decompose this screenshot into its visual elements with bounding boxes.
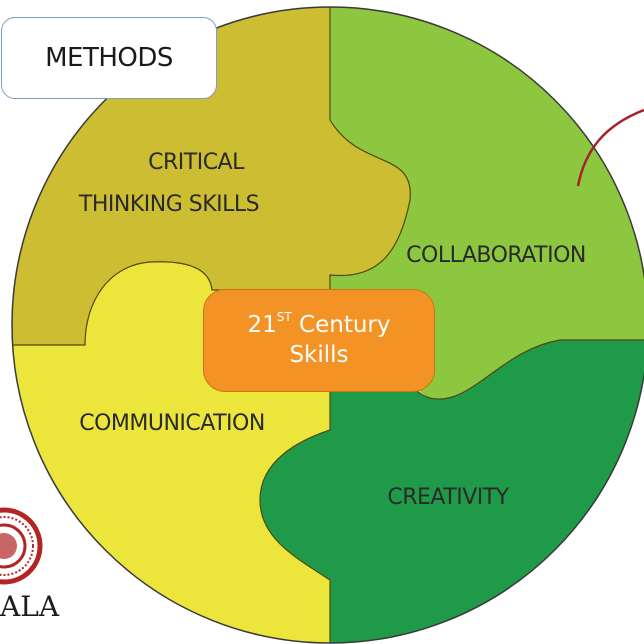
critical-thinking-label-line1: CRITICAL: [148, 150, 245, 175]
methods-label: METHODS: [45, 43, 173, 73]
collaboration-label: COLLABORATION: [406, 243, 586, 268]
center-superscript: ST: [276, 310, 292, 325]
critical-thinking-label-line2: THINKING SKILLS: [78, 192, 259, 217]
center-line2: Skills: [289, 342, 349, 368]
communication-label: COMMUNICATION: [79, 411, 265, 436]
university-seal-logo: [0, 507, 43, 585]
logo-partial-text: ALA: [0, 590, 60, 623]
methods-label-box: METHODS: [1, 17, 217, 99]
center-number: 21: [247, 312, 277, 339]
center-line1: 21ST Century: [248, 310, 391, 341]
piece-divider-left: [12, 261, 330, 346]
piece-divider-lower: [259, 338, 331, 643]
creativity-label: CREATIVITY: [387, 485, 509, 510]
center-skills-box: 21ST Century Skills: [203, 289, 435, 392]
center-century: Century: [299, 312, 391, 339]
annotation-arc: [576, 108, 644, 187]
puzzle-outline: [11, 6, 644, 644]
